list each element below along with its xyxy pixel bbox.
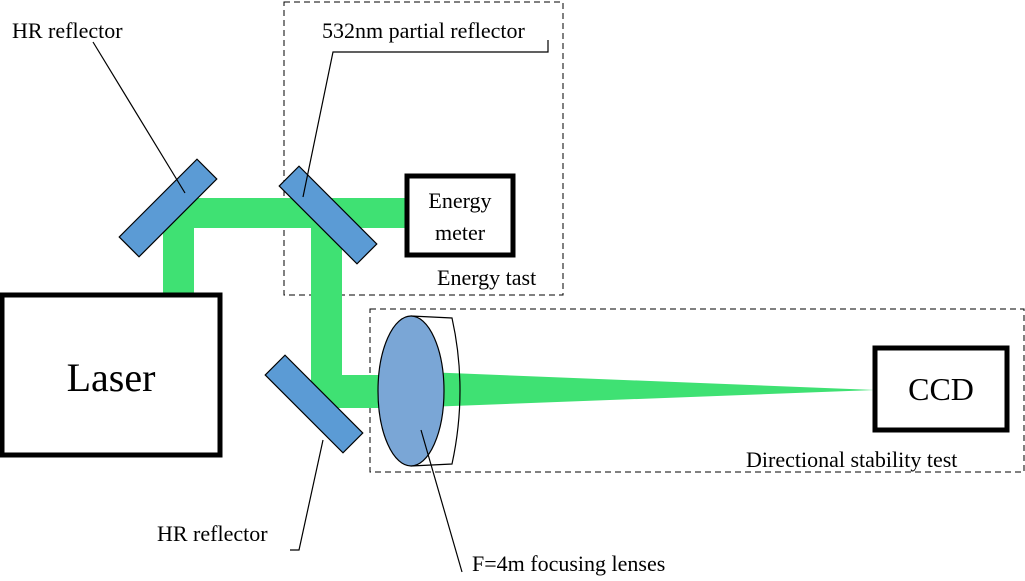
focusing-lens: [377, 315, 461, 467]
leader-hr-reflector-top: [92, 41, 186, 194]
beam-segment-up: [163, 218, 194, 296]
leader-hr-reflector-bottom: [290, 439, 324, 551]
ccd-label: CCD: [908, 371, 974, 407]
hr-reflector-top: [118, 158, 218, 258]
ccd-detector: CCD: [872, 345, 1010, 433]
partial-reflector-532nm: [278, 165, 378, 265]
laser-source: Laser: [0, 292, 223, 458]
hr-reflector-bottom: [264, 354, 364, 454]
laser-label: Laser: [67, 355, 156, 400]
beam-segment-top: [163, 198, 408, 228]
beam-focusing-cone: [400, 371, 875, 408]
partial-reflector-label: 532nm partial reflector: [322, 18, 525, 43]
leader-partial-reflector: [302, 40, 549, 198]
energy-test-region: [283, 1, 564, 296]
energy-meter: Energy meter: [404, 173, 516, 258]
hr-reflector-top-label: HR reflector: [12, 18, 123, 43]
leader-focusing-lenses: [420, 429, 463, 573]
energy-meter-label-line1: Energy: [428, 188, 491, 213]
directional-test-label: Directional stability test: [746, 447, 957, 472]
energy-test-label: Energy tast: [437, 265, 536, 290]
hr-reflector-bottom-label: HR reflector: [157, 521, 268, 546]
energy-meter-label-line2: meter: [435, 220, 486, 245]
focusing-lenses-label: F=4m focusing lenses: [472, 551, 665, 576]
